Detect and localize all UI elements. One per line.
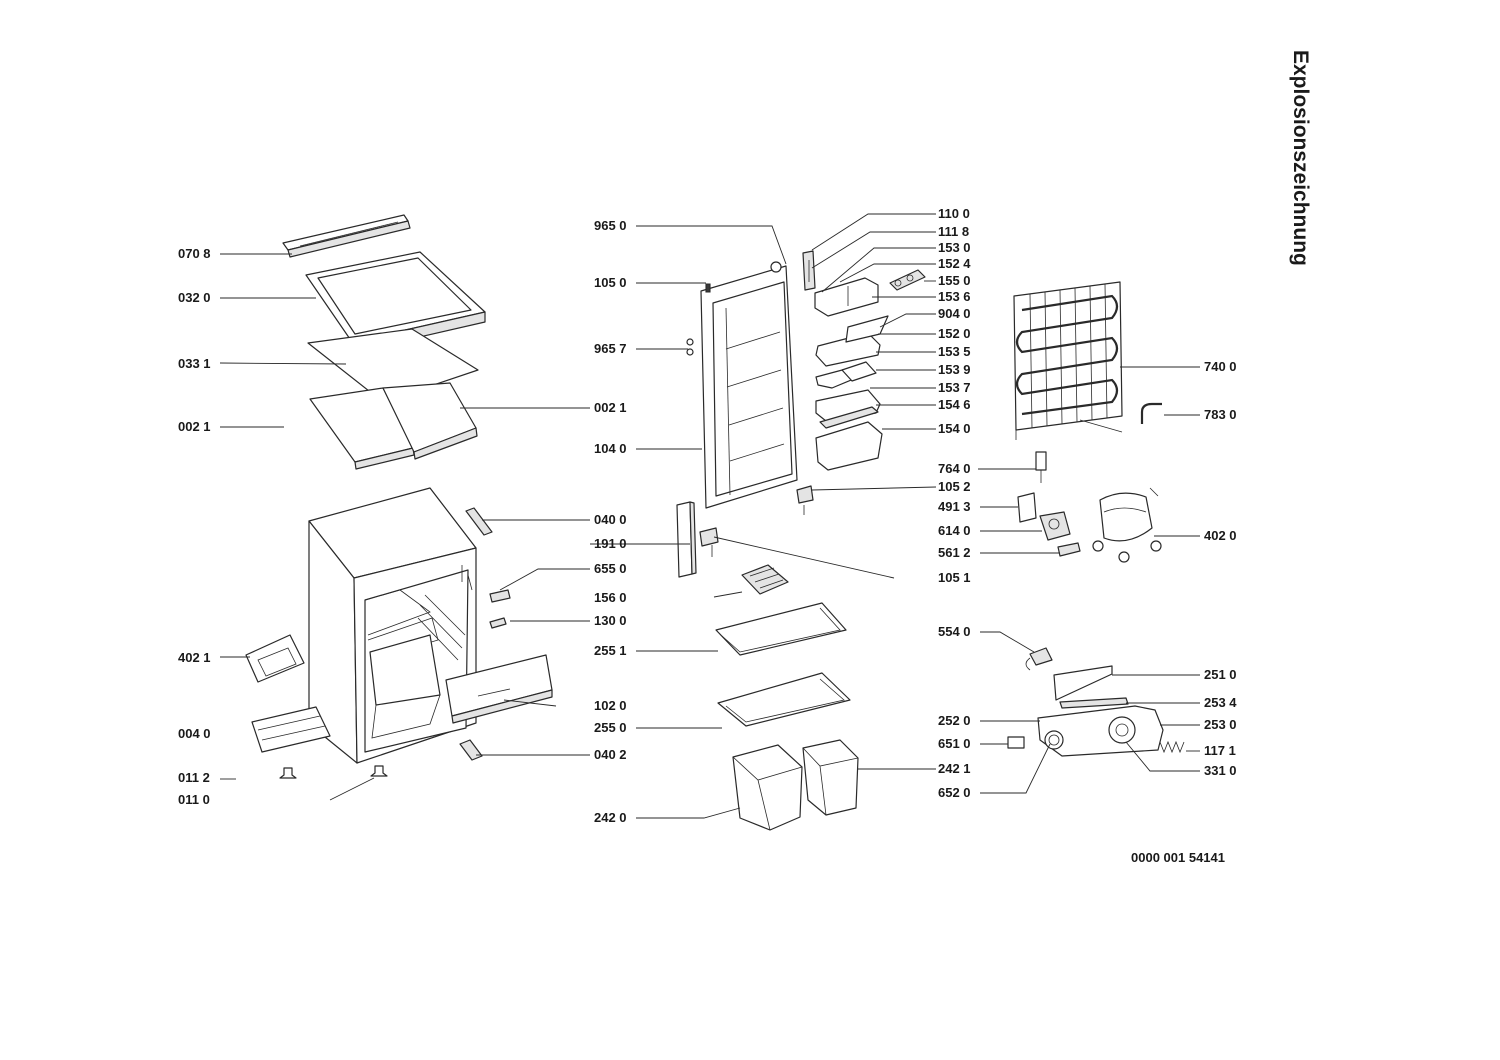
- callout-label: 491 3: [938, 499, 971, 514]
- callout-label: 011 0: [178, 792, 210, 807]
- callout-label: 104 0: [594, 441, 627, 456]
- cabinet-small-parts: [459, 507, 511, 761]
- callout-label: 331 0: [1204, 763, 1237, 778]
- leader-lines: [219, 213, 1200, 819]
- callout-label: 783 0: [1204, 407, 1237, 422]
- callout-label: 402 0: [1204, 528, 1237, 543]
- callout-label: 655 0: [594, 561, 627, 576]
- condenser-coil: [1013, 281, 1123, 440]
- callout-label: 110 0: [938, 206, 970, 221]
- callout-label: 040 0: [594, 512, 627, 527]
- callout-label: 965 7: [594, 341, 627, 356]
- evaporator-tray: [245, 634, 305, 683]
- callout-label: 153 5: [938, 344, 971, 359]
- control-housing: [1007, 705, 1185, 757]
- callout-label: 153 0: [938, 240, 971, 255]
- drain-tube: [1140, 402, 1162, 424]
- callout-label: 561 2: [938, 545, 971, 560]
- thermostat-sensor: [1035, 451, 1047, 483]
- callout-label: 651 0: [938, 736, 971, 751]
- callout-label: 554 0: [938, 624, 971, 639]
- callout-label: 904 0: [938, 306, 971, 321]
- vegetable-drawers: [732, 739, 859, 831]
- base-rail: [251, 706, 331, 753]
- door-hinge: [699, 527, 719, 557]
- callout-label: 004 0: [178, 726, 211, 741]
- cabinet-body: [308, 487, 477, 764]
- callout-label: 253 4: [1204, 695, 1237, 710]
- callout-label: 153 6: [938, 289, 971, 304]
- callout-label: 255 1: [594, 643, 627, 658]
- crisper-flap: [445, 654, 553, 724]
- top-trim-strip: [282, 214, 411, 258]
- door-bracket-parts: [796, 250, 816, 515]
- door-gasket: [676, 501, 697, 578]
- callout-label: 614 0: [938, 523, 971, 538]
- callout-label: 153 9: [938, 362, 971, 377]
- callout-label: 965 0: [594, 218, 627, 233]
- door-shelves: [814, 269, 926, 471]
- callout-labels: 070 8 032 0 033 1 002 1 402 1 004 0 011 …: [178, 206, 1237, 825]
- door-panel: [686, 261, 798, 509]
- callout-label: 032 0: [178, 290, 211, 305]
- callout-label: 002 1: [178, 419, 211, 434]
- insulation-blocks: [309, 382, 478, 470]
- callout-label: 153 7: [938, 380, 971, 395]
- callout-label: 033 1: [178, 356, 211, 371]
- callout-label: 105 1: [938, 570, 971, 585]
- callout-label: 253 0: [1204, 717, 1237, 732]
- callout-label: 070 8: [178, 246, 211, 261]
- callout-label: 154 0: [938, 421, 971, 436]
- callout-label: 105 2: [938, 479, 971, 494]
- callout-label: 255 0: [594, 720, 627, 735]
- callout-label: 102 0: [594, 698, 627, 713]
- callout-label: 105 0: [594, 275, 627, 290]
- callout-label: 242 0: [594, 810, 627, 825]
- glass-shelves: [715, 602, 851, 727]
- callout-label: 117 1: [1204, 743, 1236, 758]
- callout-label: 154 6: [938, 397, 971, 412]
- callout-label: 040 2: [594, 747, 627, 762]
- callout-label: 252 0: [938, 713, 971, 728]
- callout-label: 402 1: [178, 650, 211, 665]
- callout-label: 152 4: [938, 256, 971, 271]
- relay-parts: [1017, 492, 1081, 557]
- compressor: [1092, 487, 1162, 563]
- callout-label: 652 0: [938, 785, 971, 800]
- callout-label: 764 0: [938, 461, 971, 476]
- callout-label: 002 1: [594, 400, 627, 415]
- callout-label: 191 0: [594, 536, 627, 551]
- callout-label: 130 0: [594, 613, 627, 628]
- ice-tray: [741, 564, 789, 595]
- callout-label: 152 0: [938, 326, 971, 341]
- callout-label: 111 8: [938, 224, 969, 239]
- callout-label: 011 2: [178, 770, 210, 785]
- drawing-title: Explosionszeichnung: [1289, 50, 1312, 266]
- thermostat-clip: [1025, 647, 1053, 671]
- control-cover: [1053, 665, 1129, 709]
- document-code: 0000 001 54141: [1131, 850, 1225, 865]
- callout-label: 156 0: [594, 590, 627, 605]
- callout-label: 251 0: [1204, 667, 1237, 682]
- callout-label: 242 1: [938, 761, 971, 776]
- callout-label: 740 0: [1204, 359, 1237, 374]
- levelling-feet: [279, 765, 388, 779]
- callout-label: 155 0: [938, 273, 971, 288]
